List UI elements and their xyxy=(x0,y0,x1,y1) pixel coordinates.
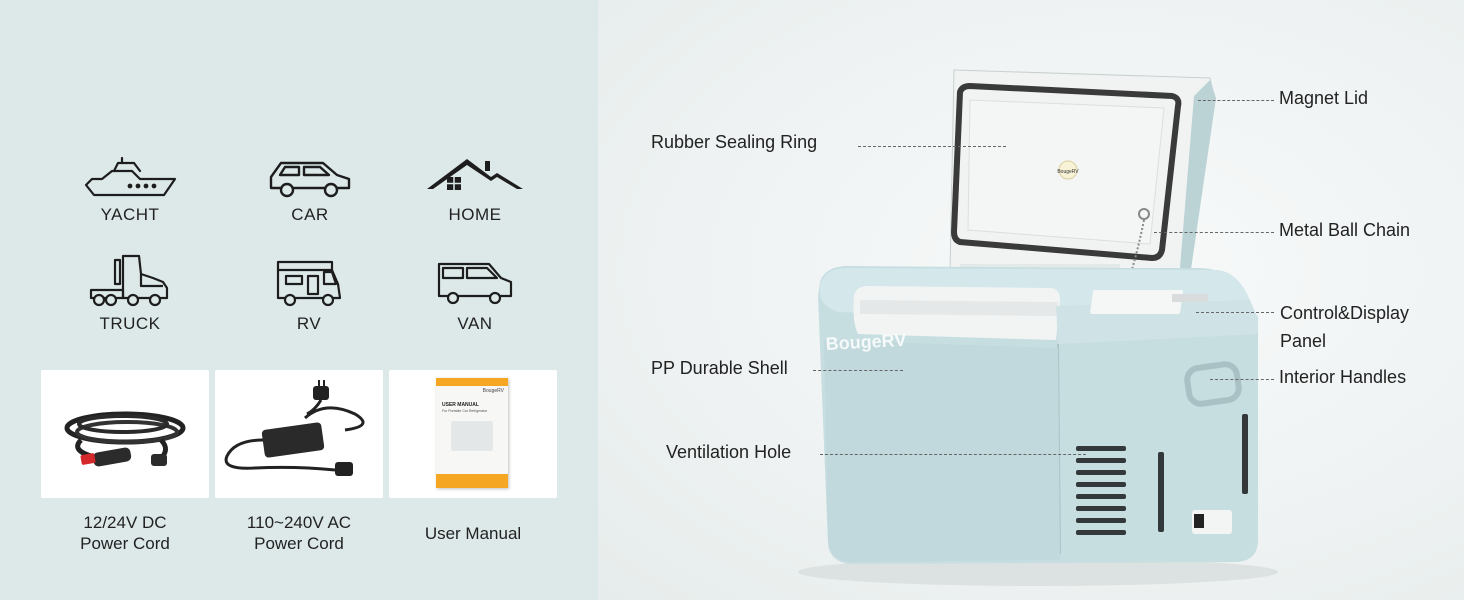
use-case-label: RV xyxy=(296,314,322,333)
callout-rubber-sealing-ring: Rubber Sealing Ring xyxy=(651,132,818,152)
ac-power-cord-label: 110~240V AC Power Cord xyxy=(246,513,352,553)
use-case-label: TRUCK xyxy=(99,314,161,333)
fridge-brand-logo: BougeRV xyxy=(825,330,907,354)
fridge-illustration: BougeRV xyxy=(798,69,1278,586)
user-manual-label: User Manual xyxy=(424,524,522,543)
van-icon xyxy=(437,262,513,305)
ac-power-cord-image xyxy=(215,370,383,498)
truck-icon xyxy=(89,254,169,307)
callout-line-rubber-sealing-ring xyxy=(858,146,1006,147)
use-case-car: CAR xyxy=(240,155,380,225)
user-manual-image: BougeRV USER MANUAL For Portable Car Ref… xyxy=(389,370,557,498)
left-panel: YACHT CAR HOME xyxy=(0,0,598,600)
manual-brand: BougeRV xyxy=(482,388,504,394)
manual-title: USER MANUAL xyxy=(442,402,479,408)
callout-metal-ball-chain: Metal Ball Chain xyxy=(1279,220,1411,240)
callout-line-metal-ball-chain xyxy=(1154,232,1274,233)
callout-ventilation-hole: Ventilation Hole xyxy=(666,442,792,462)
callout-pp-durable-shell: PP Durable Shell xyxy=(651,358,788,378)
dc-power-cord-label: 12/24V DC Power Cord xyxy=(80,513,170,553)
use-case-truck: TRUCK xyxy=(60,252,200,334)
use-case-label: VAN xyxy=(457,314,493,333)
callout-control-display-panel: Control&Display Panel xyxy=(1280,303,1410,351)
callout-line-ventilation-hole xyxy=(820,454,1086,455)
callout-line-control-display-panel xyxy=(1196,312,1274,313)
home-icon xyxy=(427,159,523,190)
yacht-icon xyxy=(84,156,177,197)
manual-subtitle: For Portable Car Refrigerator xyxy=(442,409,488,413)
use-case-van: VAN xyxy=(405,258,545,334)
use-case-label: CAR xyxy=(291,205,329,224)
callout-interior-handles: Interior Handles xyxy=(1279,367,1407,387)
product-panel: BougeRV xyxy=(598,0,1464,600)
callout-line-pp-durable-shell xyxy=(813,370,903,371)
callout-line-magnet-lid xyxy=(1198,100,1274,101)
use-case-label: HOME xyxy=(448,205,502,224)
use-case-rv: RV xyxy=(239,258,379,334)
use-case-yacht: YACHT xyxy=(60,155,200,225)
car-icon xyxy=(269,161,351,198)
callout-magnet-lid: Magnet Lid xyxy=(1279,88,1369,108)
use-case-home: HOME xyxy=(405,155,545,225)
callout-line-interior-handles xyxy=(1210,379,1274,380)
manual-booklet: BougeRV USER MANUAL For Portable Car Ref… xyxy=(436,378,508,488)
rv-icon xyxy=(276,260,342,307)
lid-logo: BougeRV xyxy=(1057,169,1079,175)
dc-power-cord-image xyxy=(41,370,209,498)
use-case-label: YACHT xyxy=(100,205,160,224)
